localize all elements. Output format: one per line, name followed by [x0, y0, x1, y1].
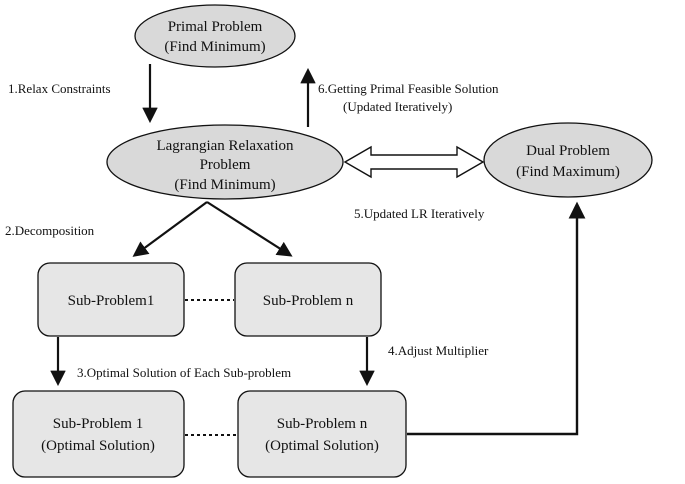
sub-problem-n-node: Sub-Problem n: [234, 262, 382, 337]
sub-problem-n-optimal-title: Sub-Problem n: [277, 416, 368, 432]
relax-constraints-label: 1.Relax Constraints: [8, 81, 111, 96]
lr-problem-title: Lagrangian Relaxation: [156, 138, 294, 154]
dual-problem-subtitle: (Find Maximum): [516, 164, 620, 180]
dual-problem-shape: [483, 122, 653, 198]
lr-dual-double-arrow: [343, 145, 485, 179]
feasible-solution-label: 6.Getting Primal Feasible Solution: [318, 81, 499, 96]
adjust-multiplier-connector: [407, 201, 586, 436]
feasible-solution-sublabel: (Updated Iteratively): [343, 99, 452, 114]
primal-problem-shape: [134, 4, 296, 68]
sub-problem-1-optimal-title: Sub-Problem 1: [53, 416, 143, 432]
sub-problem-n-label: Sub-Problem n: [263, 293, 354, 309]
updated-lr-label: 5.Updated LR Iteratively: [354, 206, 485, 221]
sub-problem-1-node: Sub-Problem1: [37, 262, 185, 337]
decomposition-arrow-left: [132, 201, 208, 257]
lr-problem-shape: [106, 124, 344, 200]
sub-problem-n-optimal-node: Sub-Problem n (Optimal Solution): [237, 390, 407, 478]
dual-problem-title: Dual Problem: [526, 143, 610, 159]
decomposition-label: 2.Decomposition: [5, 223, 95, 238]
sub-problem-n-box: [234, 262, 382, 337]
sub-problem-1-label: Sub-Problem1: [68, 293, 155, 309]
primal-problem-subtitle: (Find Minimum): [164, 39, 265, 55]
adjust-multiplier-label: 4.Adjust Multiplier: [388, 343, 489, 358]
primal-problem-node: Primal Problem (Find Minimum): [134, 4, 296, 68]
sub-problem-n-optimal-box: [237, 390, 407, 478]
decomposition-arrow-right: [206, 201, 293, 257]
lr-problem-node: Lagrangian Relaxation Problem (Find Mini…: [106, 124, 344, 200]
sub-problem-1-optimal-node: Sub-Problem 1 (Optimal Solution): [12, 390, 185, 478]
sub-problem-n-optimal-subtitle: (Optimal Solution): [265, 438, 379, 454]
sub-problem-1-box: [37, 262, 185, 337]
lr-problem-subtitle: (Find Minimum): [174, 177, 275, 193]
optimal-solution-label: 3.Optimal Solution of Each Sub-problem: [77, 365, 291, 380]
sub-problem-1-optimal-subtitle: (Optimal Solution): [41, 438, 155, 454]
primal-problem-title: Primal Problem: [168, 19, 263, 35]
lr-problem-title-2: Problem: [200, 157, 251, 173]
sub-problem-1-optimal-box: [12, 390, 185, 478]
dual-problem-node: Dual Problem (Find Maximum): [483, 122, 653, 198]
